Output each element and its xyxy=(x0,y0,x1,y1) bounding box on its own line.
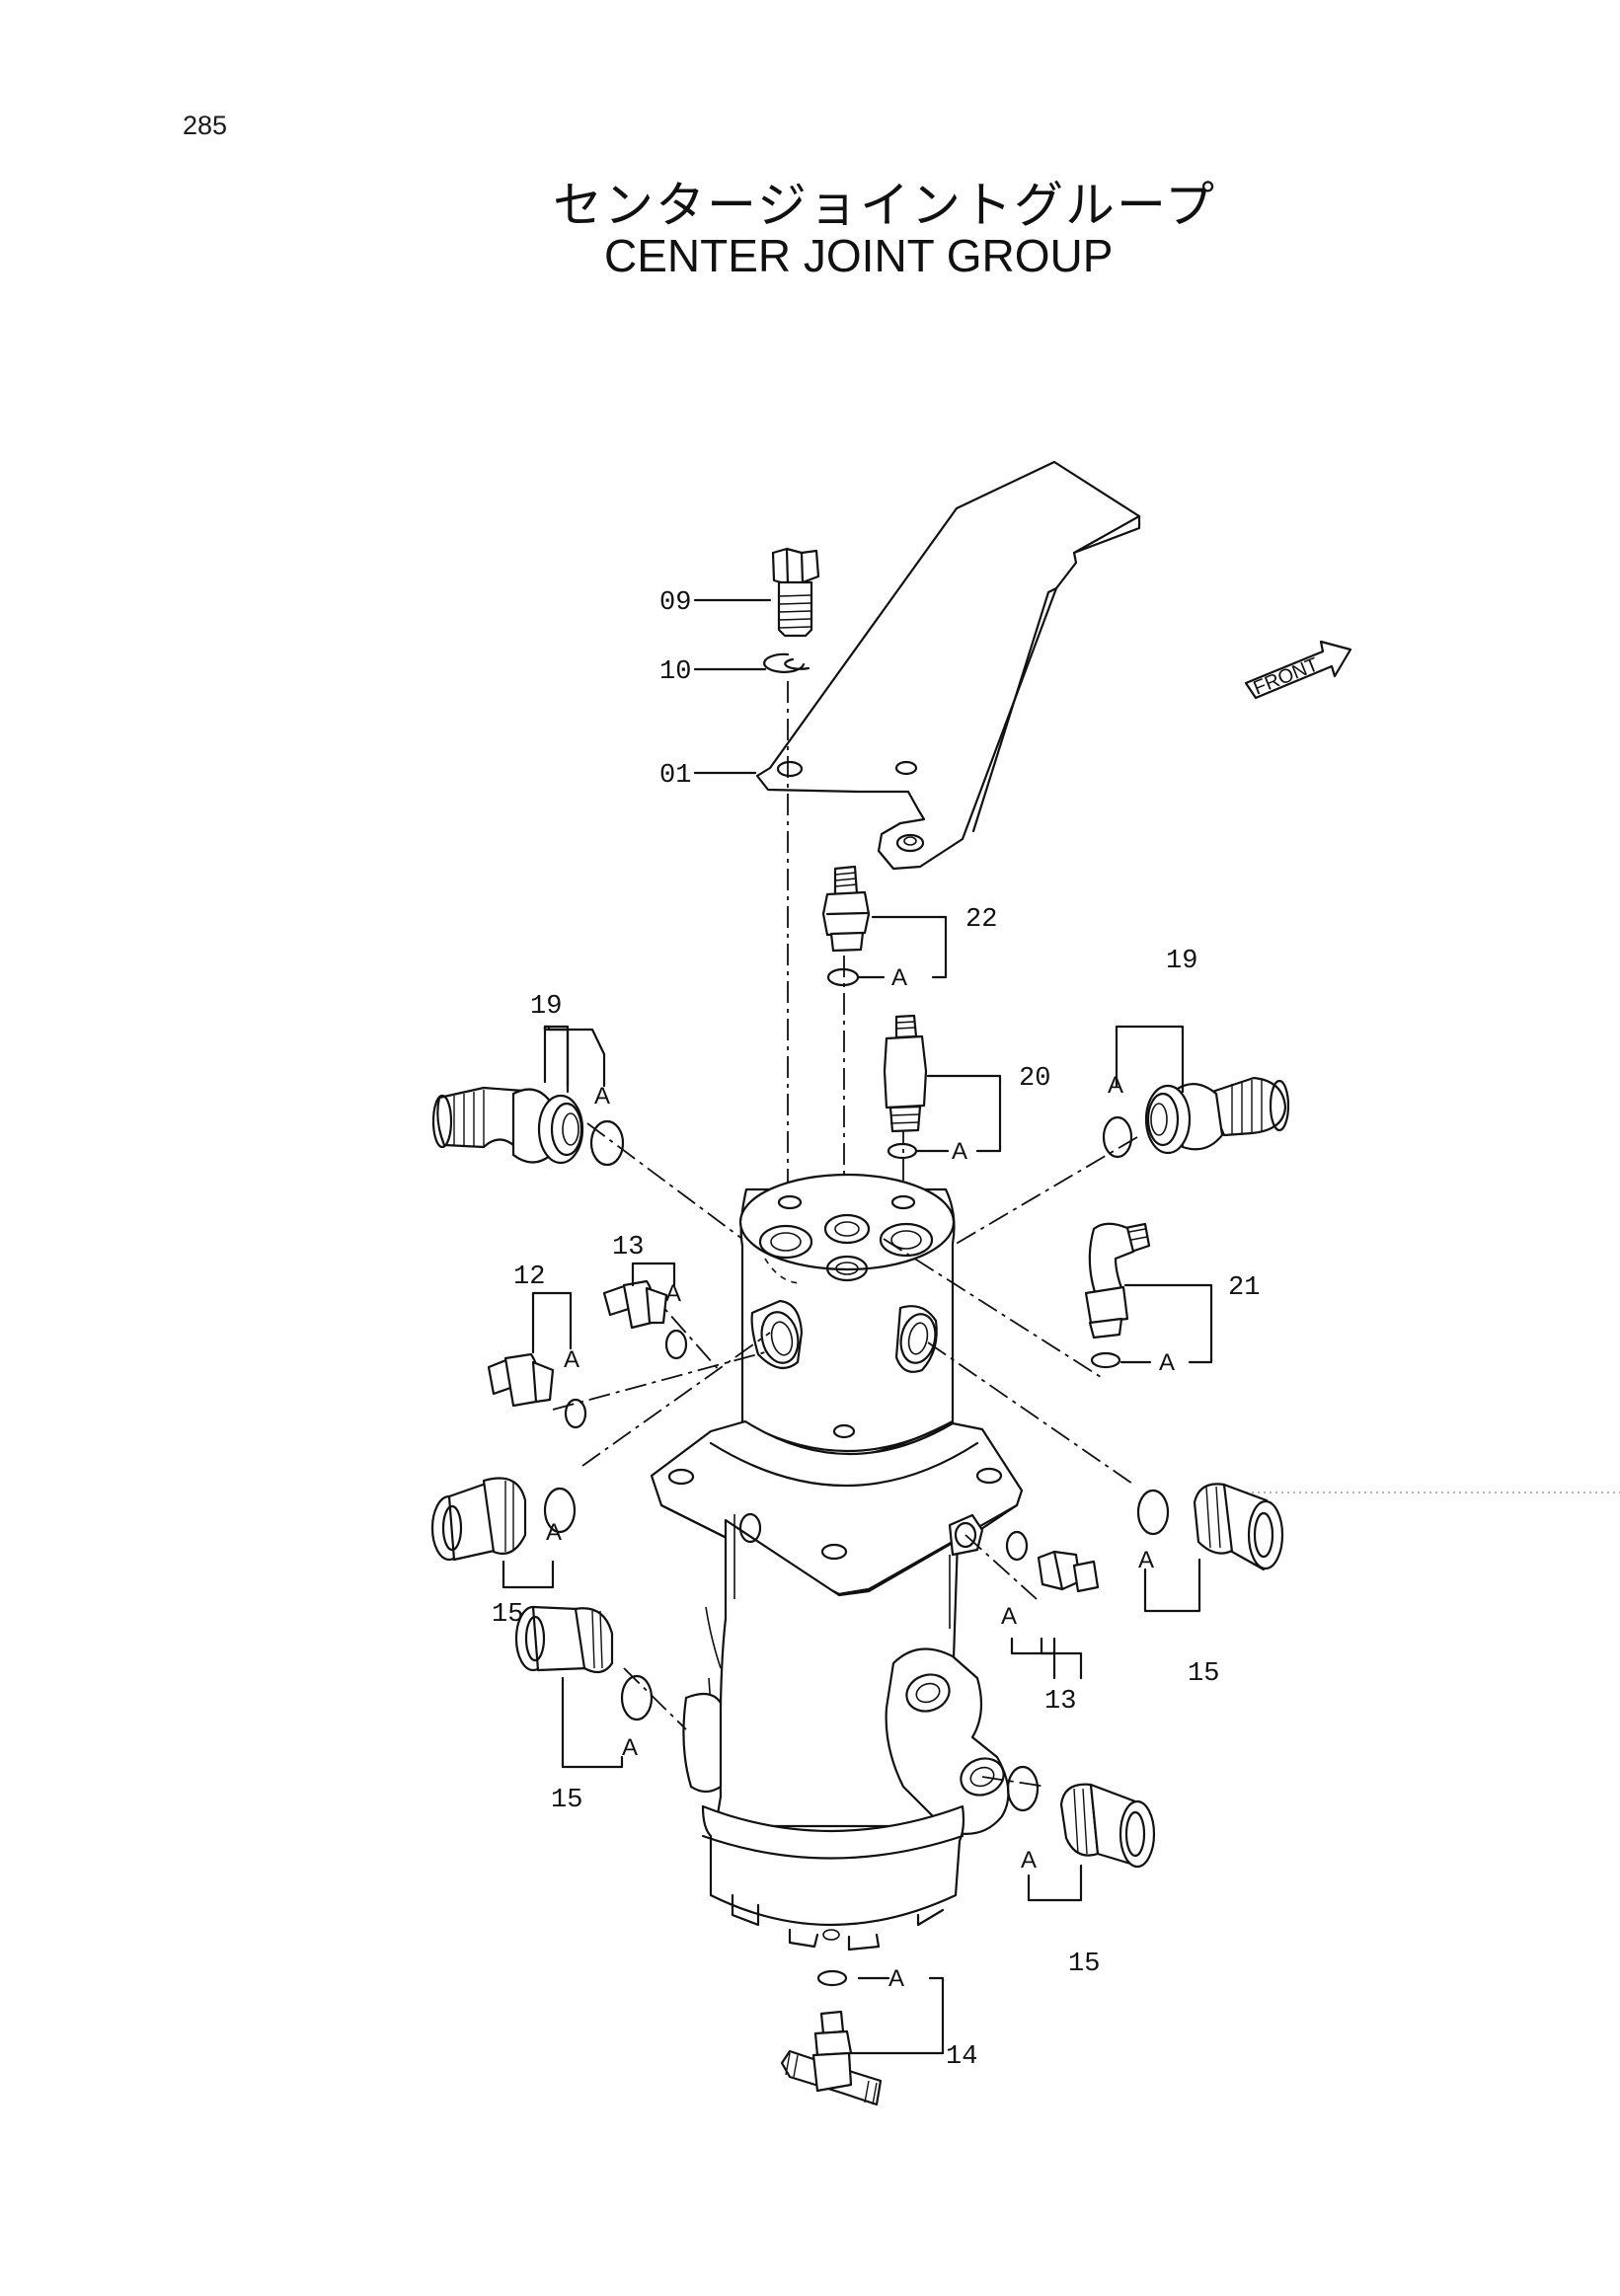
label-13-lower: 13 xyxy=(1044,1687,1076,1717)
title-english: CENTER JOINT GROUP xyxy=(604,230,1114,281)
label-01: 01 xyxy=(659,761,691,791)
front-direction-arrow: FRONT xyxy=(1244,640,1352,700)
label-09: 09 xyxy=(659,588,691,618)
part-15-connector-left-lower xyxy=(514,1605,654,1722)
a-callouts: A A A A A A A A A A A A A xyxy=(546,964,1175,1992)
a-callout: A xyxy=(564,1346,579,1373)
a-callout: A xyxy=(952,1138,967,1165)
part-22-fitting xyxy=(821,865,871,987)
part-15-connector-left-upper xyxy=(430,1477,577,1562)
part-13-fitting-lower xyxy=(1005,1530,1100,1593)
label-15-left-lower: 15 xyxy=(551,1786,582,1815)
center-joint-body xyxy=(650,1173,1024,1952)
part-09-bolt xyxy=(771,547,820,638)
label-19-right: 19 xyxy=(1166,947,1197,976)
part-19-elbow-right xyxy=(1102,1076,1290,1159)
label-12: 12 xyxy=(513,1263,545,1292)
label-19-left: 19 xyxy=(530,992,562,1022)
title-japanese: センタージョイントグループ xyxy=(553,177,1216,234)
part-15-connector-lower-right xyxy=(1006,1765,1156,1869)
part-13-fitting-upper xyxy=(602,1279,688,1360)
label-15-lower-right: 15 xyxy=(1068,1950,1100,1979)
part-01-bracket xyxy=(755,460,1141,871)
part-20-relief-fitting xyxy=(883,1014,928,1160)
a-callout: A xyxy=(594,1083,610,1110)
a-callout: A xyxy=(1021,1847,1037,1874)
a-callout: A xyxy=(888,1965,904,1992)
part-labels: 09 10 01 22 19 19 20 13 12 21 15 15 13 1… xyxy=(492,588,1260,2072)
label-20: 20 xyxy=(1019,1064,1050,1094)
port-axes xyxy=(552,1122,1620,1788)
a-callout: A xyxy=(546,1519,562,1546)
part-14-tee xyxy=(780,1969,883,2106)
page-number: 285 xyxy=(183,111,228,140)
a-callout: A xyxy=(891,964,907,991)
a-callout: A xyxy=(1138,1547,1154,1573)
a-callout: A xyxy=(1108,1072,1123,1099)
leader-lines xyxy=(501,598,1213,2055)
part-10-washer xyxy=(763,652,810,673)
part-15-connector-right xyxy=(1136,1483,1284,1571)
a-callout: A xyxy=(1001,1603,1017,1630)
part-21-elbow xyxy=(1084,1222,1151,1369)
label-10: 10 xyxy=(659,657,691,687)
front-label: FRONT xyxy=(1251,653,1322,699)
part-19-elbow-left xyxy=(431,1086,625,1167)
label-15-left-upper: 15 xyxy=(492,1600,523,1630)
label-15-right: 15 xyxy=(1188,1659,1219,1689)
label-14: 14 xyxy=(946,2042,977,2072)
label-21: 21 xyxy=(1228,1273,1260,1303)
a-callout: A xyxy=(665,1280,681,1307)
label-22: 22 xyxy=(965,905,997,935)
a-callout: A xyxy=(622,1734,638,1761)
part-12-fitting xyxy=(487,1352,587,1429)
a-callout: A xyxy=(1159,1349,1175,1376)
label-13-upper: 13 xyxy=(612,1233,644,1263)
